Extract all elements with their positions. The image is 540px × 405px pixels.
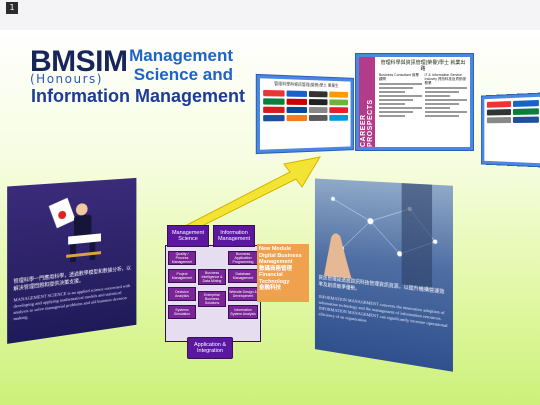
yellow-arrow-icon — [182, 156, 322, 232]
title-management-science: Management Science and — [123, 46, 233, 84]
new-module-fintech-zh: 金融科技 — [259, 285, 282, 291]
new-module-box: New Module Digital Business Management 數… — [257, 244, 309, 302]
employer-logo — [286, 106, 307, 113]
employer-logo — [263, 98, 285, 105]
new-module-digital-business-zh: 數碼商務管理 — [259, 265, 293, 272]
businessman-reading-icon — [48, 197, 101, 263]
career-column-it: IT & Information Service Industry 資訊科技及資… — [424, 73, 467, 119]
business-programming-box: Business Application Programming — [228, 251, 258, 265]
text-line — [379, 95, 422, 97]
text-line — [379, 99, 413, 101]
database-management-box: Database Management — [228, 269, 258, 283]
new-module-heading: New Module — [259, 246, 292, 252]
project-management-box: Project Management — [168, 269, 196, 283]
new-module-fintech: Financial Technology — [259, 272, 290, 285]
career-columns: Business Consultant 商業顧問 IT & Informatio… — [379, 73, 467, 119]
text-line — [379, 111, 413, 113]
employer-logo — [329, 107, 348, 114]
career-card-title: 管理科學與資訊管理(榮譽)學士 就業出路 — [380, 60, 466, 72]
employer-logo — [486, 117, 512, 124]
text-line — [379, 83, 422, 85]
network-touch-icon — [323, 183, 453, 288]
text-line — [379, 91, 405, 93]
employer-logo — [308, 91, 328, 98]
arrow-graphic — [182, 156, 322, 232]
title-honours: (Honours) — [30, 72, 103, 86]
curriculum-diagram: Management Science Information Managemen… — [165, 225, 261, 365]
title-bmsim: BMSIM — [30, 45, 128, 78]
text-line — [424, 95, 450, 97]
enterprise-solutions-box: Enterprise Business Solutions — [198, 291, 226, 307]
text-line — [424, 99, 467, 101]
partial-logo-card — [481, 93, 540, 167]
title-information-management: Information Management — [31, 86, 246, 106]
career-column-consultant: Business Consultant 商業顧問 — [379, 73, 422, 119]
viewer-toolbar: 1 — [0, 0, 540, 31]
career-col2-heading: IT & Information Service Industry 資訊科技及資… — [424, 73, 466, 85]
text-line — [424, 103, 459, 105]
employer-logo — [308, 107, 328, 114]
employer-logo — [286, 115, 307, 122]
employer-logo — [286, 90, 307, 97]
career-prospects-card: CAREER PROSPECTS 管理科學與資訊管理(榮譽)學士 就業出路 Bu… — [356, 54, 473, 150]
employer-logo — [486, 101, 512, 108]
text-line — [424, 115, 459, 117]
text-line — [424, 111, 467, 113]
text-line — [424, 107, 450, 109]
quality-process-box: Quality / Process Management — [168, 251, 196, 265]
title-management-line1: Management — [129, 46, 233, 65]
employer-logo — [263, 115, 285, 122]
career-band: CAREER PROSPECTS — [359, 57, 375, 147]
career-col1-heading: Business Consultant 商業顧問 — [379, 73, 419, 81]
employer-logo — [486, 109, 512, 116]
career-band-label: CAREER PROSPECTS — [360, 99, 374, 147]
systems-simulation-box: Systems Simulation — [168, 305, 196, 319]
employer-logo — [308, 99, 328, 106]
title-management-line2: Science and — [133, 65, 233, 84]
partial-logo-grid — [484, 97, 540, 126]
employer-logo — [512, 108, 539, 115]
employer-logo — [263, 106, 285, 113]
information-management-panel: 資訊管理是透過資訊科技管理資訊資源，以提升機構營運效率及創造競爭優勢。 INFO… — [314, 178, 453, 372]
text-line — [379, 87, 413, 89]
website-design-box: Website Design & Development — [228, 287, 258, 301]
employer-logo — [512, 99, 539, 107]
employer-logo — [329, 99, 348, 106]
employer-logo — [329, 91, 348, 98]
management-science-panel: 管理科學一門應用科學，透過數學模型和數據分析，以解決管理問題和提供決策支援。 M… — [7, 177, 137, 344]
page-number-badge[interactable]: 1 — [6, 2, 18, 14]
employer-logo — [263, 89, 285, 97]
text-line — [379, 115, 405, 117]
business-intelligence-box: Business Intelligence & Data Mining — [198, 269, 226, 285]
employer-logo-grid — [260, 87, 351, 125]
information-management-box: Information Management — [213, 225, 255, 247]
text-line — [424, 91, 459, 93]
employer-logo — [512, 116, 539, 123]
slide-canvas: BMSIM (Honours) Management Science and I… — [0, 30, 540, 405]
decision-analytics-box: Decision Analytics — [168, 287, 196, 301]
text-line — [379, 107, 422, 109]
employer-logo — [329, 114, 348, 121]
management-science-box: Management Science — [167, 225, 209, 247]
text-line — [424, 87, 467, 89]
new-module-digital-business: Digital Business Management — [259, 252, 302, 266]
employer-logo — [308, 114, 328, 121]
information-system-box: Information System Analysis — [228, 305, 258, 319]
employer-logo — [286, 98, 307, 105]
text-line — [379, 103, 405, 105]
application-integration-box: Application & Integration — [187, 337, 233, 359]
